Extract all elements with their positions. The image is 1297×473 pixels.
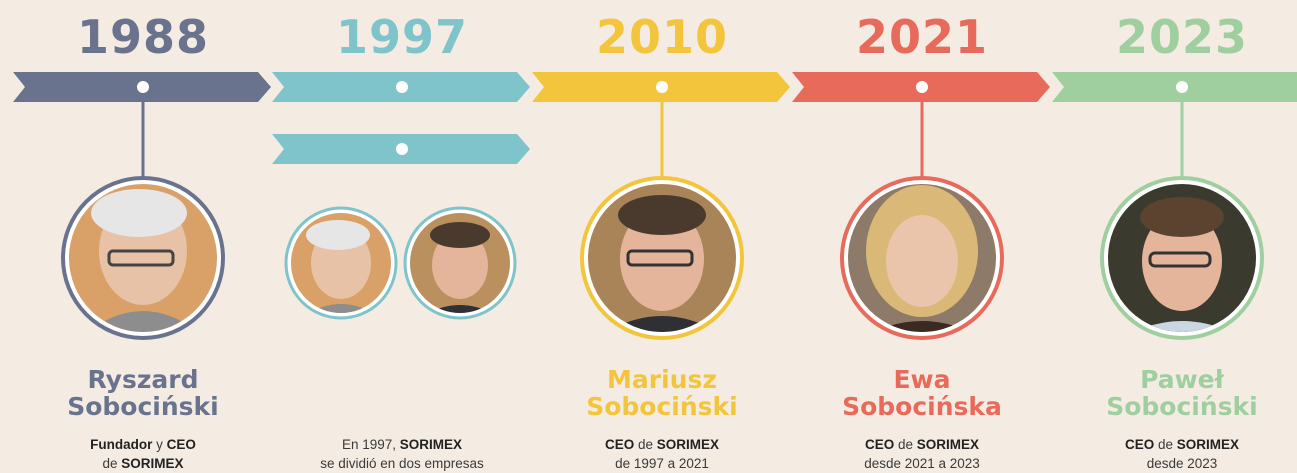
description: CEO de SORIMEX desde 2021 a 2023	[864, 437, 980, 471]
timeline-arrow-split	[272, 134, 530, 164]
timeline-arrow	[792, 72, 1050, 102]
person-name: Ryszard Sobociński	[67, 365, 219, 421]
description: En 1997, SORIMEX se dividió en dos empre…	[320, 437, 484, 471]
description: CEO de SORIMEX desde 2023	[1124, 437, 1240, 471]
year-label: 2010	[595, 10, 729, 64]
description: Fundador y CEO de SORIMEX	[90, 437, 196, 471]
person-name: Ewa Sobocińska	[842, 365, 1002, 421]
timeline-item-2023: 2023 Paweł Sobociński CEO de SORIMEX des…	[1052, 0, 1297, 473]
portrait-ryszard	[61, 101, 225, 340]
timeline-arrow	[1052, 72, 1297, 102]
year-label: 1988	[76, 10, 210, 64]
year-label: 1997	[335, 10, 469, 64]
timeline-arrow	[272, 72, 530, 102]
person-name: Paweł Sobociński	[1106, 365, 1258, 421]
timeline-arrow	[532, 72, 790, 102]
portrait-ewa	[840, 101, 1004, 340]
timeline-item-2021: 2021 Ewa Sobocińska CEO de SORIMEX desde…	[792, 0, 1052, 473]
description: CEO de SORIMEX de 1997 a 2021	[604, 437, 720, 471]
timeline-item-1997: 1997 En 1997, SORIMEX se dividió en dos …	[272, 0, 532, 473]
timeline-arrow	[13, 72, 271, 102]
timeline-item-1988: 1988 Ryszard Sobociński Fundador y CEO d…	[13, 0, 273, 473]
year-label: 2023	[1115, 10, 1249, 64]
portrait-mariusz	[580, 101, 744, 340]
portrait-pawel	[1100, 101, 1264, 340]
year-label: 2021	[855, 10, 989, 64]
timeline-item-2010: 2010 Mariusz Sobociński CEO de SORIMEX d…	[532, 0, 792, 473]
portrait-pair	[284, 206, 517, 320]
person-name: Mariusz Sobociński	[586, 365, 738, 421]
